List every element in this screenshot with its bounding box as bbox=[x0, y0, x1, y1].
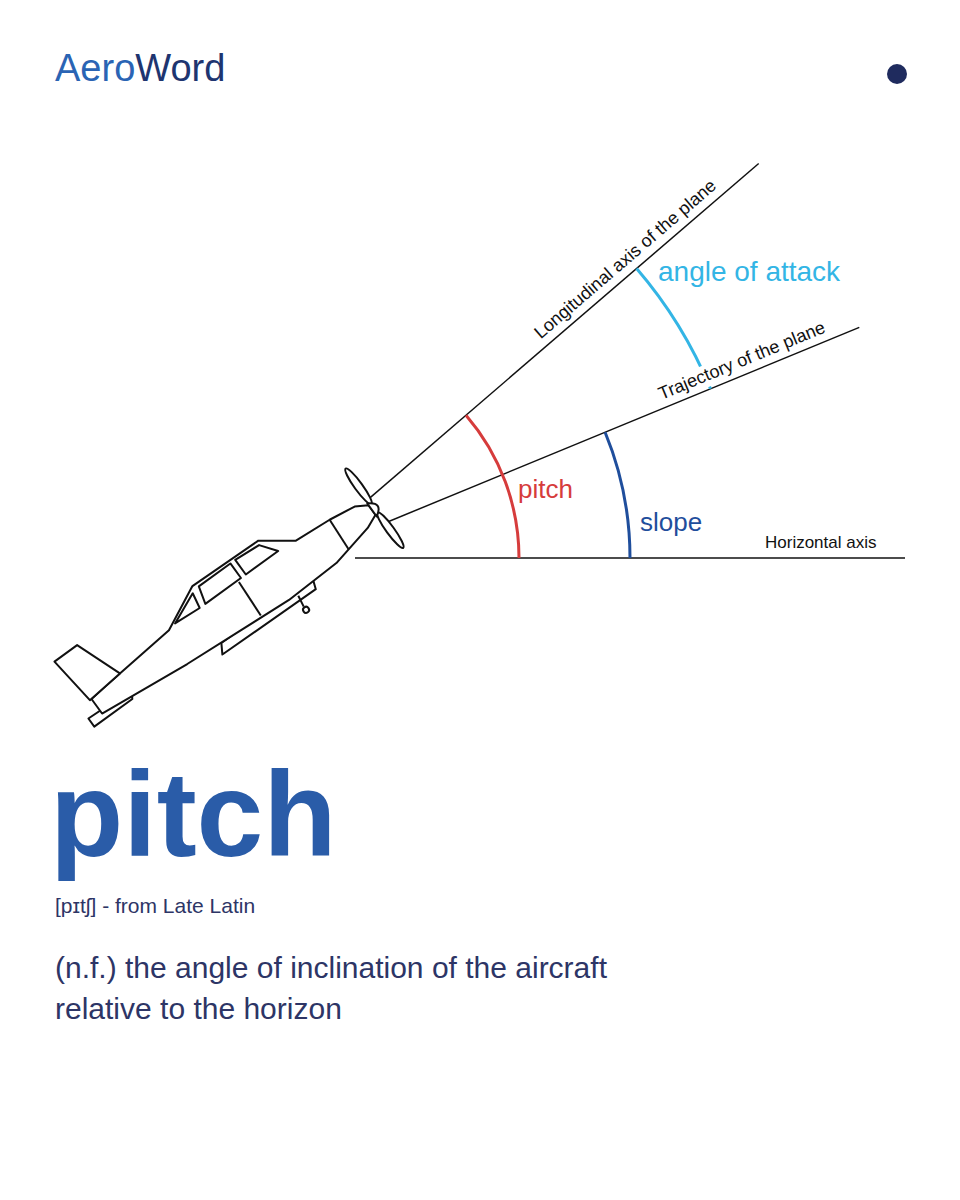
corner-dot bbox=[887, 64, 907, 84]
airplane bbox=[50, 454, 407, 756]
angle-label: angle of attack bbox=[658, 255, 840, 289]
pitch-arc bbox=[466, 415, 519, 558]
logo-part: Word bbox=[135, 46, 225, 92]
angle-label: slope bbox=[640, 507, 702, 538]
longitudinal-axis-line bbox=[367, 164, 759, 501]
headword: pitch bbox=[50, 748, 337, 880]
definition: (n.f.) the angle of inclination of the a… bbox=[55, 948, 635, 1029]
slope-arc bbox=[605, 432, 630, 558]
pronunciation: [pɪtʃ] - from Late Latin bbox=[55, 893, 255, 918]
axis-label: Horizontal axis bbox=[765, 533, 877, 553]
angle-label: pitch bbox=[518, 474, 573, 505]
logo-part: Aero bbox=[55, 46, 135, 92]
